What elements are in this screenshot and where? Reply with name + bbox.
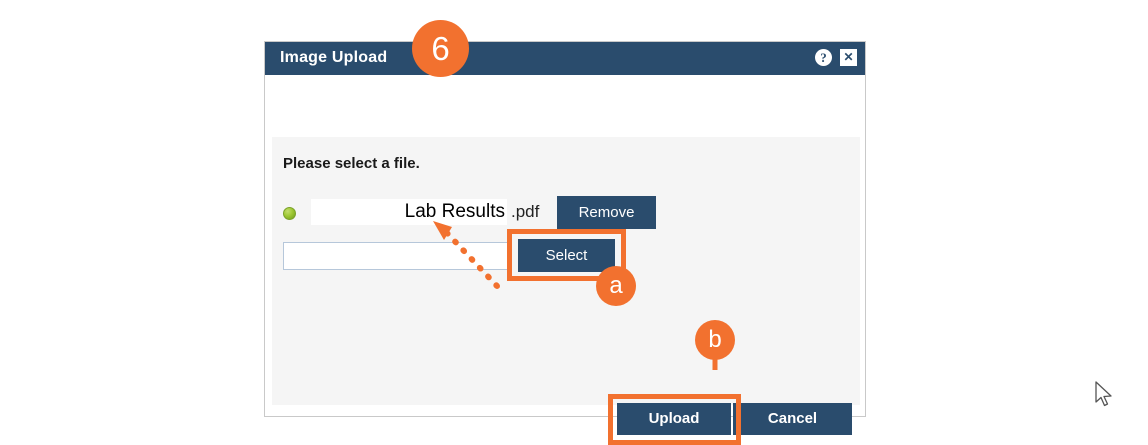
- image-upload-dialog: Image Upload ? ✕ Please select a file. L…: [264, 41, 866, 445]
- file-status-dot-icon: [283, 207, 296, 220]
- select-button-highlight: [507, 229, 626, 281]
- file-path-input[interactable]: [283, 242, 511, 270]
- prompt-text: Please select a file.: [283, 155, 420, 172]
- select-file-button[interactable]: Select: [518, 239, 615, 272]
- callout-badge-a: a: [596, 266, 636, 306]
- cancel-button[interactable]: Cancel: [733, 403, 852, 435]
- step-badge-6: 6: [412, 20, 469, 77]
- upload-button-highlight: [608, 394, 741, 445]
- dialog-titlebar: Image Upload ? ✕: [265, 42, 865, 75]
- file-name-field: Lab Results: [311, 199, 507, 225]
- dialog-title: Image Upload: [280, 49, 388, 66]
- mouse-cursor-icon: [1095, 381, 1112, 407]
- dialog-body-panel: Please select a file. Lab Results .pdf R…: [272, 137, 860, 445]
- remove-file-button[interactable]: Remove: [557, 196, 656, 229]
- titlebar-icon-group: ? ✕: [815, 49, 857, 66]
- file-extension-text: .pdf: [511, 202, 540, 221]
- close-icon[interactable]: ✕: [840, 49, 857, 66]
- file-name-text: Lab Results: [404, 201, 505, 222]
- callout-badge-b: b: [695, 320, 735, 360]
- upload-button[interactable]: Upload: [617, 403, 731, 435]
- help-icon[interactable]: ?: [815, 49, 832, 66]
- dialog-upper-blank-area: [265, 75, 865, 137]
